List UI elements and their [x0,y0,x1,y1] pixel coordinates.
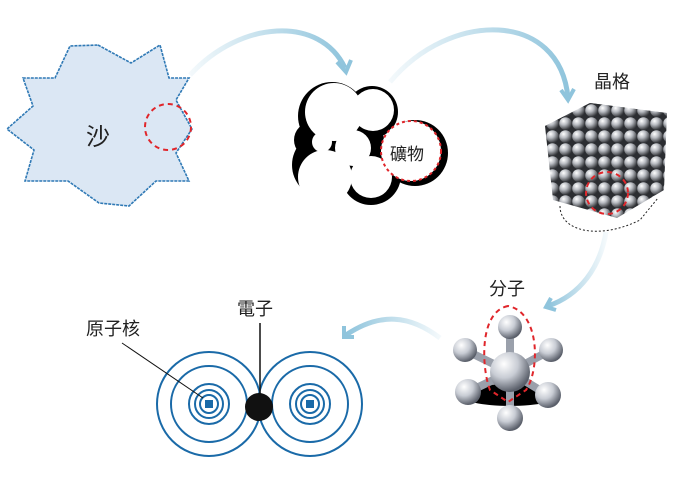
mineral-highlight-circle [380,120,442,182]
label-electron: 電子 [237,299,273,320]
label-molecule: 分子 [489,279,525,300]
label-nucleus: 原子核 [86,319,140,340]
electron-dot [245,393,273,421]
label-mineral: 礦物 [390,145,424,165]
atom-right [257,351,363,457]
mineral-cluster [292,82,448,205]
arrow-sand-to-mineral [188,28,353,77]
crystal-lattice-cube [545,103,667,232]
nucleus-leader-line [121,342,204,399]
sand-star-shape [5,43,193,207]
crystal-highlight-circle [585,171,629,215]
label-sand: 沙 [86,123,110,151]
atom-pair [121,323,363,457]
arrow-mineral-to-crystal [388,27,576,104]
label-crystal: 晶格 [594,72,630,93]
arrow-molecule-to-atom [342,316,442,340]
molecule-model [453,304,563,431]
arrow-crystal-to-molecule [543,231,609,312]
sand-highlight-circle [144,103,192,151]
molecule-highlight-loop [483,304,536,404]
